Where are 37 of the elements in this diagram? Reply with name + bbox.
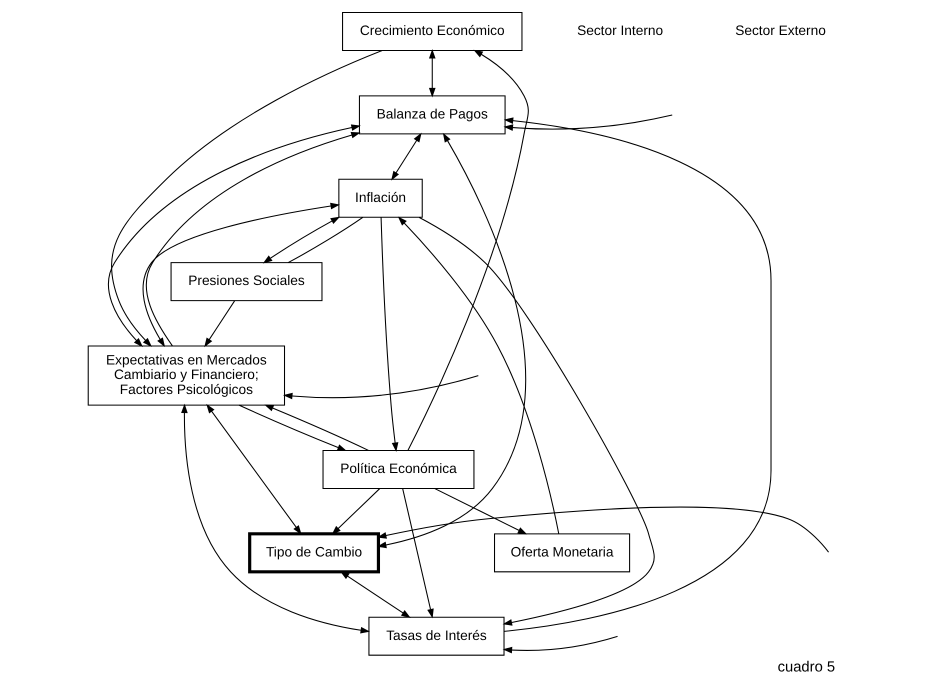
arrow	[181, 404, 370, 634]
arrow	[434, 488, 528, 535]
arrow	[502, 636, 618, 654]
caption: cuadro 5	[778, 659, 836, 676]
arrow	[206, 404, 302, 535]
arrow	[340, 571, 411, 618]
arrow	[504, 117, 772, 632]
arrow	[418, 216, 655, 626]
arrow	[391, 132, 422, 181]
arrow	[146, 132, 361, 346]
arrow	[264, 404, 369, 451]
arrow	[142, 202, 340, 348]
node-box: Presiones Sociales	[170, 262, 322, 302]
arrow	[428, 49, 436, 98]
node-box: Crecimiento Económico	[342, 12, 522, 52]
node-box: Tasas de Interés	[368, 616, 505, 656]
arrow	[402, 488, 434, 618]
arrow	[108, 124, 361, 348]
node-box: Expectativas en Mercados Cambiario y Financiero; Factores Psicológicos	[88, 345, 286, 406]
connector	[288, 216, 364, 264]
arrow	[332, 488, 380, 535]
node-box: Inflación	[338, 178, 423, 218]
node-box: Balanza de Pagos	[358, 95, 506, 134]
node-box: Oferta Monetaria	[494, 533, 630, 572]
arrow	[380, 217, 398, 452]
arrow	[238, 404, 347, 452]
arrow	[504, 114, 672, 131]
arrow	[398, 216, 560, 534]
arrow	[204, 300, 236, 348]
arrow	[408, 50, 529, 450]
arrow	[282, 375, 478, 400]
label: Sector Externo	[735, 23, 826, 38]
arrow	[111, 50, 382, 347]
node-box: Política Económica	[322, 450, 474, 489]
node-box: Tipo de Cambio	[248, 532, 380, 574]
label: Sector Interno	[577, 23, 664, 38]
arrow	[262, 216, 340, 264]
